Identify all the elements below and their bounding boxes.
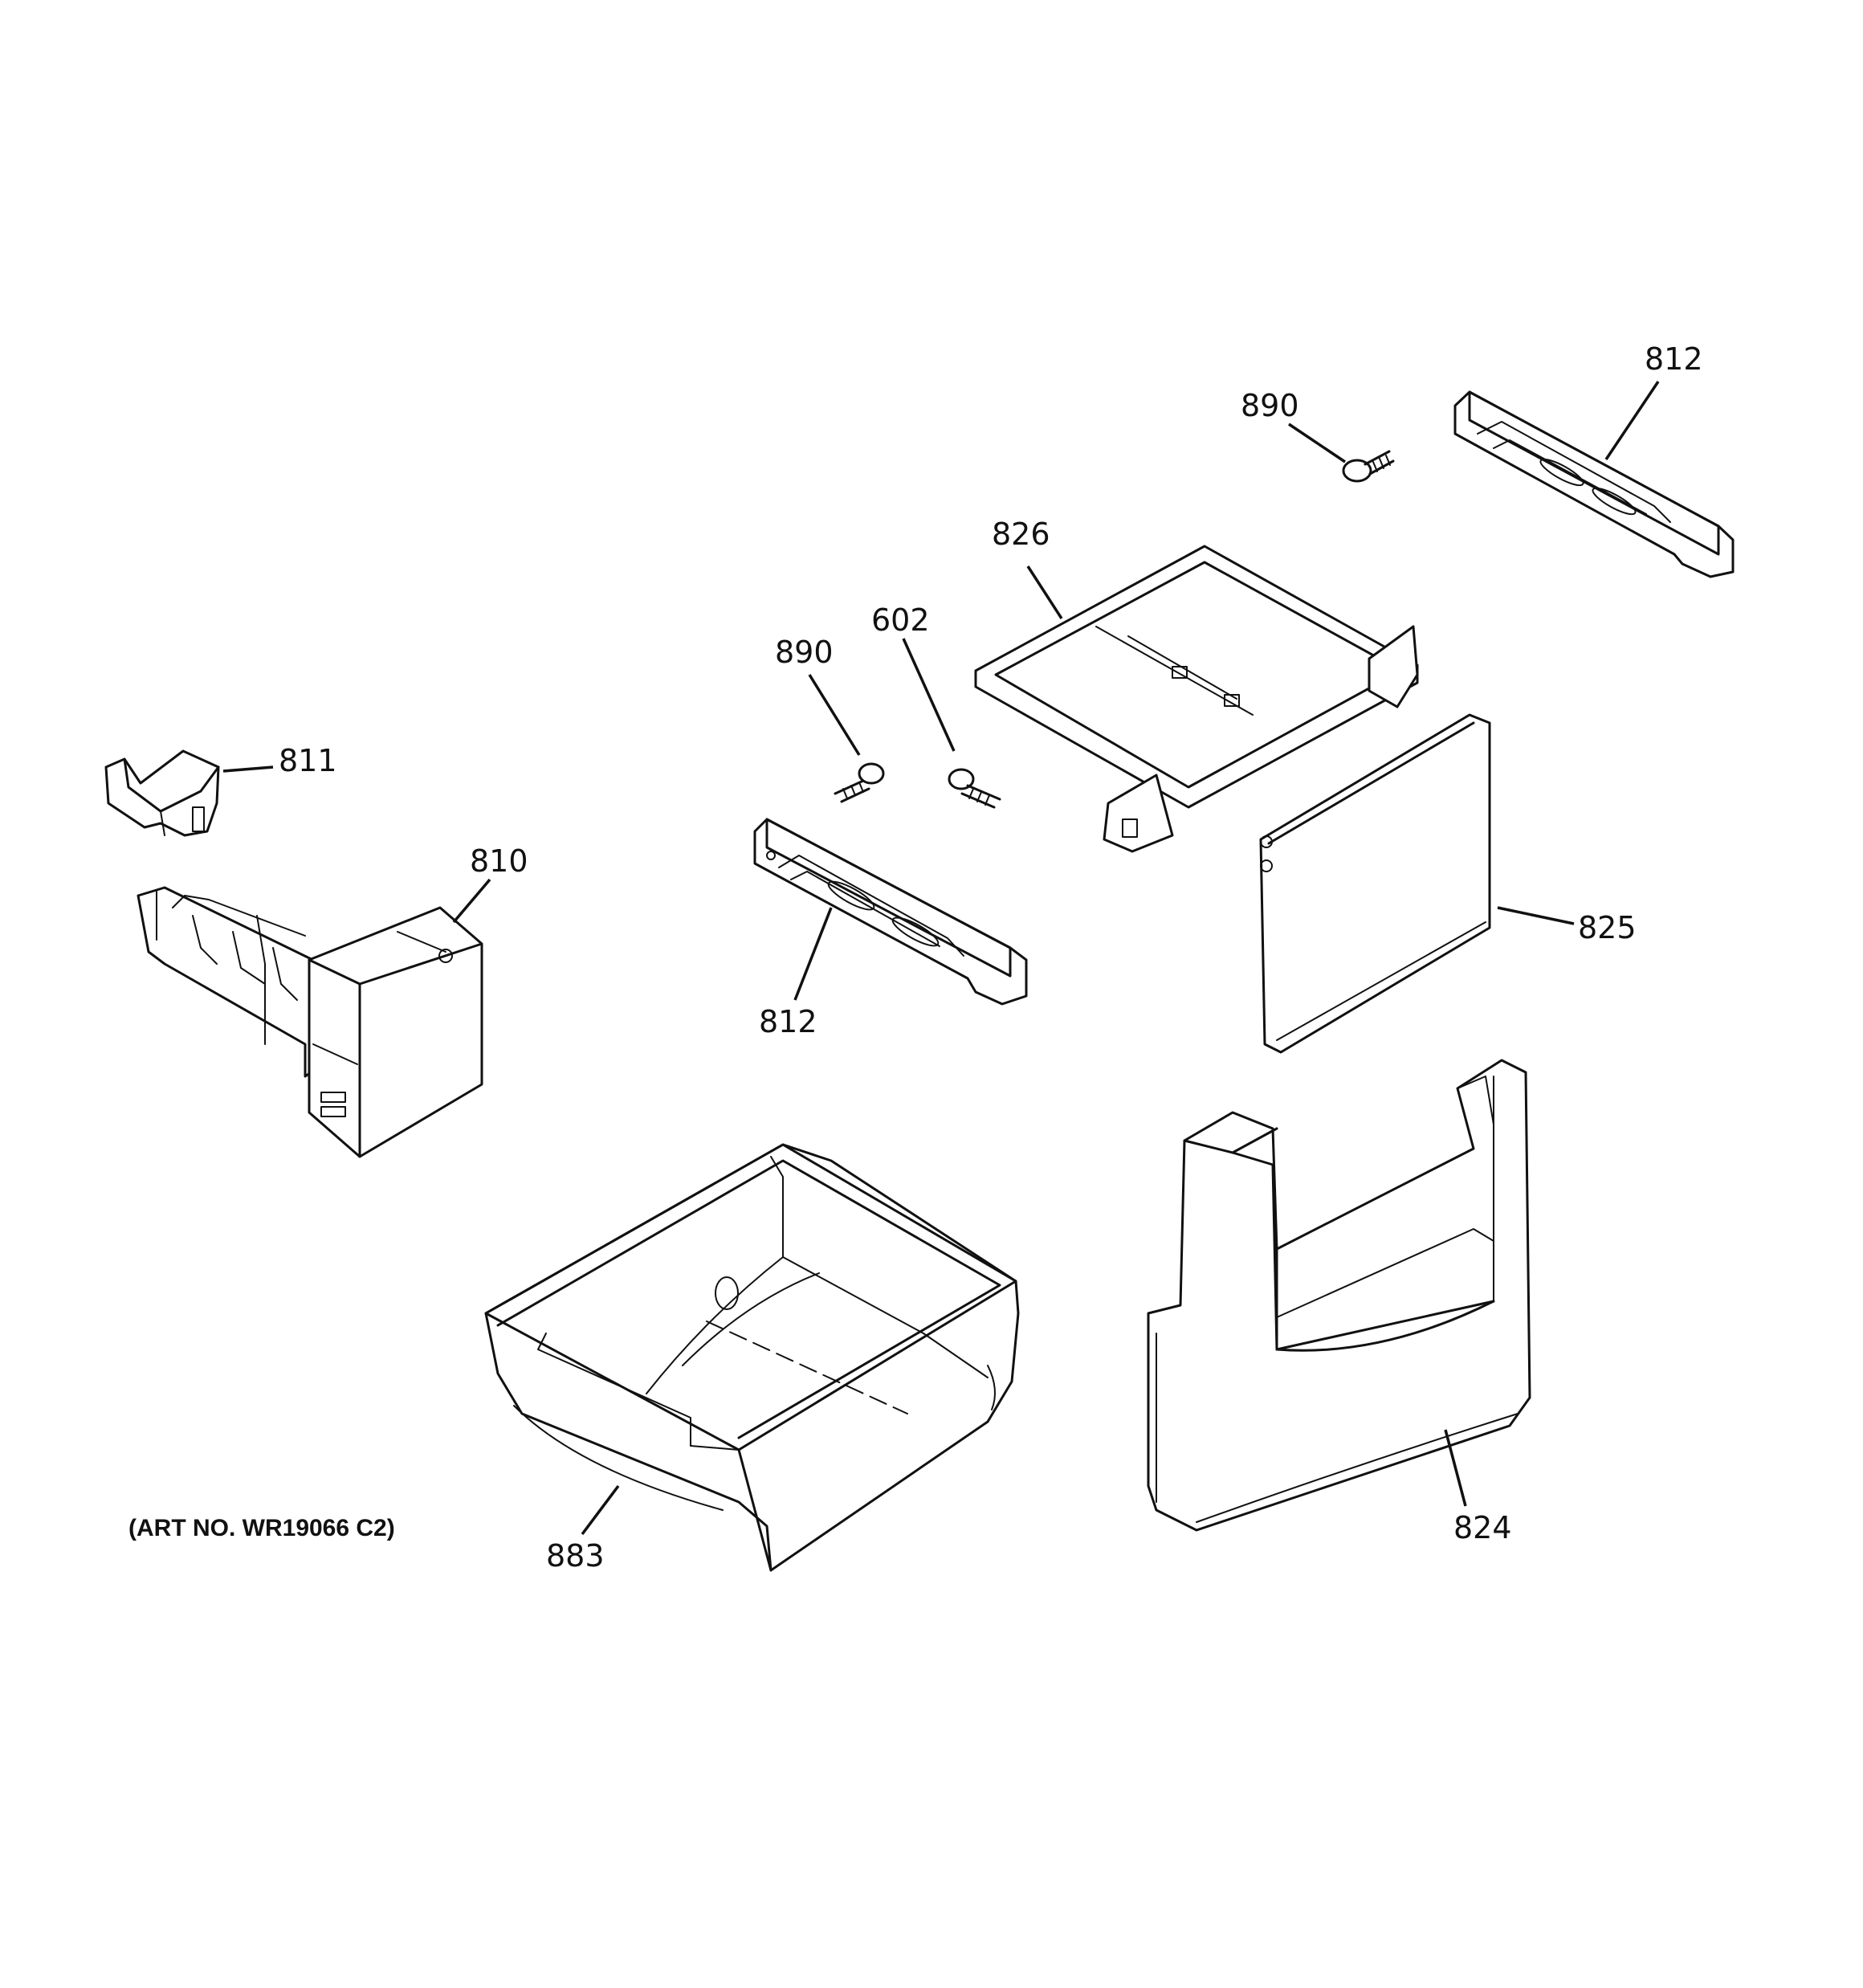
part-825-door: [1259, 713, 1491, 1054]
label-812-mid: 812: [759, 1004, 817, 1039]
leader-811: [222, 765, 274, 773]
part-826-frame: [974, 545, 1419, 853]
label-811: 811: [279, 743, 337, 778]
part-811-bracket: [104, 749, 220, 837]
part-812-top-rail: [1453, 390, 1735, 578]
leader-602: [902, 638, 956, 752]
label-826: 826: [992, 516, 1050, 552]
art-number-label: (ART NO. WR19066 C2): [128, 1515, 395, 1541]
part-890-top-screw: [1342, 450, 1395, 483]
leader-826: [1026, 565, 1063, 619]
part-812-mid-rail: [753, 818, 1028, 1006]
leader-824: [1444, 1429, 1467, 1507]
label-824: 824: [1453, 1510, 1512, 1545]
part-602-screw: [948, 768, 1001, 809]
callout-labels: 812 890 826 602 890 811 810 812 825 883 …: [128, 341, 1703, 1574]
part-890-mid-screw: [834, 762, 885, 803]
label-883: 883: [546, 1538, 605, 1574]
label-825: 825: [1578, 910, 1637, 945]
leader-810: [452, 878, 491, 924]
leader-lines: [222, 381, 1660, 1536]
leader-825: [1497, 906, 1575, 925]
leader-890-mid: [808, 674, 861, 756]
leader-812-top: [1604, 381, 1660, 460]
label-812-top: 812: [1645, 341, 1703, 377]
label-810: 810: [470, 843, 528, 879]
label-890-mid: 890: [775, 635, 834, 670]
leader-890-top: [1288, 423, 1346, 463]
leader-883: [581, 1484, 620, 1536]
leader-812-mid: [793, 907, 833, 1001]
part-883-ice-bucket: [484, 1143, 1020, 1572]
label-890-top: 890: [1241, 388, 1299, 423]
label-602: 602: [871, 602, 930, 638]
part-810-ice-maker: [137, 886, 483, 1158]
part-824-front-cover: [1147, 1059, 1531, 1532]
